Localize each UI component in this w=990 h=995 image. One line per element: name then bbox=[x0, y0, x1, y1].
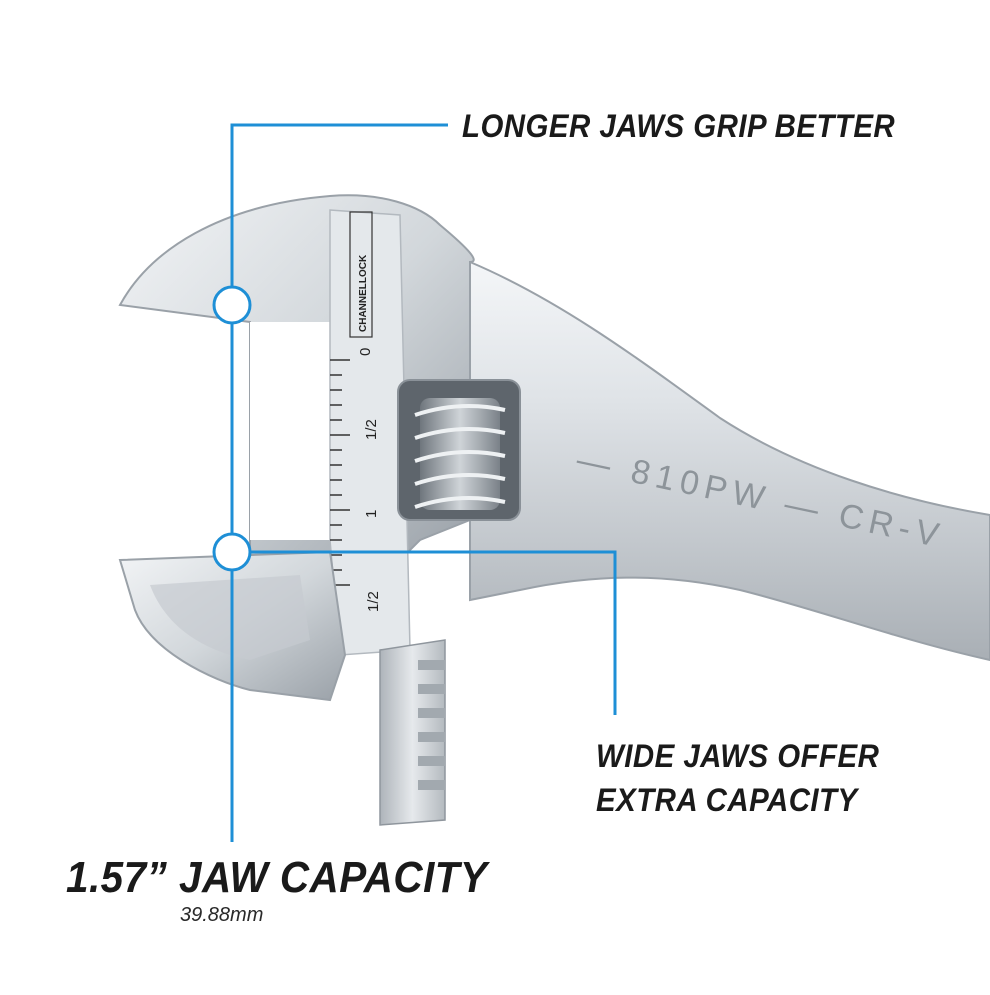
callout-line-longer bbox=[230, 123, 448, 842]
callout-wide-jaws: WIDE JAWS OFFER EXTRA CAPACITY bbox=[596, 734, 879, 822]
jaw-base-marker bbox=[212, 532, 252, 572]
scale-mark-half: 1/2 bbox=[363, 419, 380, 440]
callout-wide-jaws-line2: EXTRA CAPACITY bbox=[596, 782, 858, 818]
callout-jaw-capacity-mm: 39.88mm bbox=[180, 904, 264, 926]
brand-logo-text: CHANNELLOCK bbox=[358, 254, 369, 332]
jaw-opening bbox=[250, 322, 330, 540]
callout-jaw-capacity: 1.57” JAW CAPACITY bbox=[66, 853, 488, 902]
scale-mark-1: 1 bbox=[363, 510, 380, 518]
jaw-tip-marker bbox=[212, 285, 252, 325]
lower-jaw-shadow bbox=[150, 575, 310, 660]
rack-teeth bbox=[418, 660, 445, 790]
callout-wide-jaws-line1: WIDE JAWS OFFER bbox=[596, 738, 880, 774]
scale-mark-half-2: 1/2 bbox=[365, 591, 382, 612]
scale-mark-0: 0 bbox=[357, 348, 374, 356]
callout-lines bbox=[212, 123, 617, 842]
wrench-handle bbox=[469, 260, 990, 662]
worm-threads bbox=[414, 404, 506, 509]
callout-longer-jaws: LONGER JAWS GRIP BETTER bbox=[462, 108, 896, 144]
callout-line-wide bbox=[250, 550, 617, 715]
brand-logo: CHANNELLOCK bbox=[349, 211, 373, 338]
